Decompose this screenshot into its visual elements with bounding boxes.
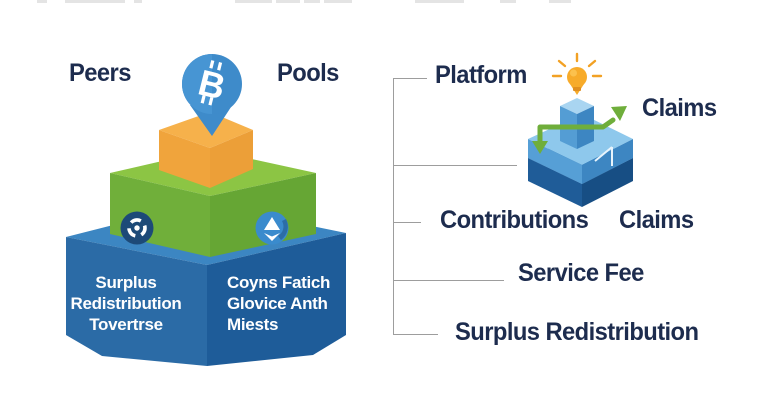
platform-label: Platform — [435, 61, 527, 89]
artifact-segment — [324, 0, 352, 3]
base-right-line-2: Glovice Anth — [227, 294, 328, 313]
base-left-face-text: Surplus Redistribution Tovertrse — [64, 272, 188, 335]
column-block — [560, 98, 594, 149]
artifact-segment — [500, 0, 516, 3]
growth-arrow-icon — [532, 106, 627, 154]
bracket-tick-surplus — [393, 334, 438, 335]
artifact-segment — [134, 0, 142, 3]
artifact-segment — [415, 0, 464, 3]
base-left-line-2: Redistribution — [70, 294, 182, 313]
artifact-segment — [276, 0, 300, 3]
surplus-redistribution-label: Surplus Redistribution — [455, 318, 699, 346]
base-right-face-text: Coyns Fatich Glovice Anth Miests — [227, 272, 347, 335]
bracket-vertical-line — [393, 78, 394, 335]
pyramid-top-layer — [159, 112, 253, 188]
bracket-tick-contributions — [393, 222, 421, 223]
base-right-line-3: Miests — [227, 315, 279, 334]
up-arrow-badge-icon — [255, 211, 289, 245]
contributions-label: Contributions — [440, 206, 589, 234]
bracket-tick-icon — [393, 165, 517, 166]
claims-top-label: Claims — [642, 94, 717, 122]
bracket-tick-service-fee — [393, 280, 504, 281]
bracket-tick-platform — [393, 78, 427, 79]
claims-mid-label: Claims — [619, 206, 694, 234]
artifact-segment — [65, 0, 125, 3]
platform-blocks-icon — [528, 52, 633, 207]
artifact-segment — [37, 0, 47, 3]
pools-label: Pools — [277, 59, 339, 87]
base-left-line-3: Tovertrse — [89, 315, 163, 334]
base-left-line-1: Surplus — [95, 273, 157, 292]
service-fee-label: Service Fee — [518, 259, 644, 287]
bitcoin-pin-icon: B — [182, 54, 242, 136]
shutter-badge-icon — [120, 211, 154, 245]
lightbulb-icon — [551, 52, 603, 95]
peers-label: Peers — [69, 59, 131, 87]
artifact-segment — [235, 0, 272, 3]
base-right-line-1: Coyns Fatich — [227, 273, 331, 292]
artifact-segment — [549, 0, 571, 3]
pyramid-base-layer — [66, 203, 346, 366]
artifact-segment — [304, 0, 320, 3]
